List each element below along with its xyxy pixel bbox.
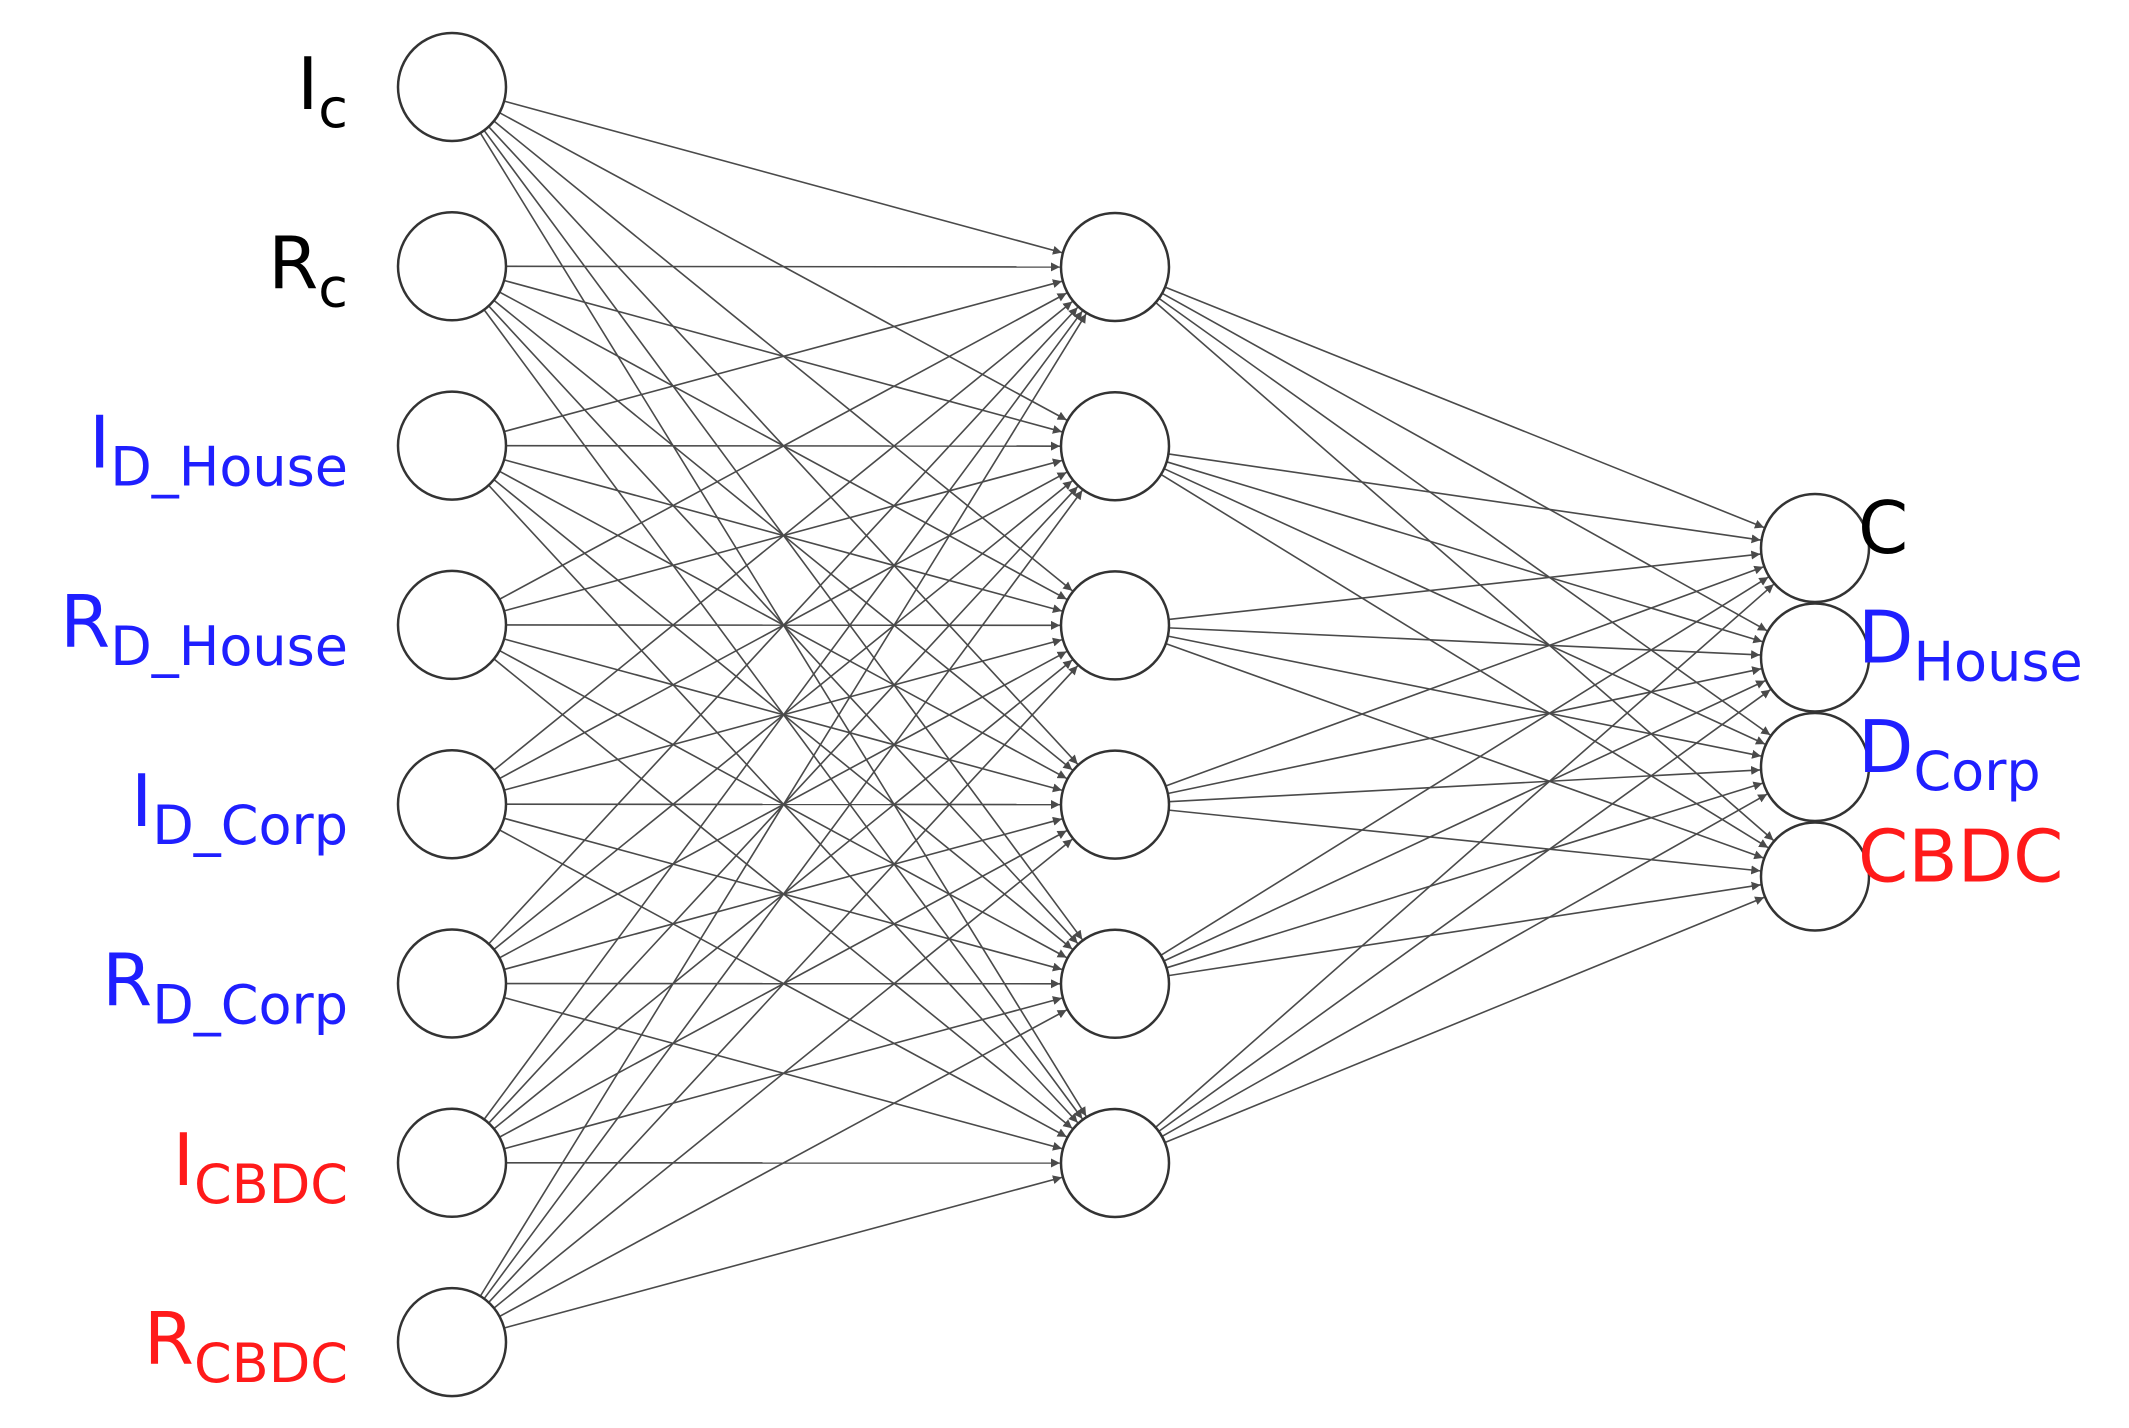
edge-hidden-1-output-2 bbox=[1163, 467, 1766, 745]
edge-hidden-0-output-0 bbox=[1164, 286, 1765, 529]
edge-input-4-hidden-0 bbox=[493, 301, 1073, 771]
edge-hidden-5-output-0 bbox=[1155, 583, 1775, 1128]
input-label-3: RD_House bbox=[60, 580, 348, 678]
input-label-subscript: CBDC bbox=[194, 1332, 348, 1395]
output-node-2 bbox=[1759, 711, 1871, 823]
input-node-2 bbox=[396, 390, 508, 501]
input-label-main: I bbox=[131, 759, 152, 843]
edge-input-0-hidden-0 bbox=[503, 100, 1063, 255]
edge-input-7-hidden-0 bbox=[479, 313, 1087, 1297]
edge-input-5-hidden-0 bbox=[488, 306, 1079, 945]
input-label-subscript: c bbox=[318, 256, 348, 319]
edge-hidden-1-output-0 bbox=[1168, 453, 1761, 544]
output-label-main: C bbox=[1858, 486, 1908, 570]
edge-hidden-3-output-3 bbox=[1168, 809, 1761, 875]
hidden-node-2 bbox=[1059, 570, 1171, 681]
input-label-main: R bbox=[60, 580, 110, 664]
input-node-3 bbox=[396, 569, 508, 681]
output-label-main: D bbox=[1858, 596, 1913, 680]
edge-input-7-hidden-1 bbox=[483, 489, 1083, 1300]
hidden-node-5 bbox=[1059, 1107, 1171, 1219]
output-label-1: DHouse bbox=[1858, 596, 2083, 694]
input-label-subscript: CBDC bbox=[194, 1153, 348, 1216]
edge-input-7-hidden-5 bbox=[503, 1175, 1063, 1329]
input-node-4 bbox=[396, 748, 508, 860]
input-label-main: R bbox=[144, 1297, 194, 1381]
input-label-1: Rc bbox=[268, 221, 348, 319]
hidden-node-4 bbox=[1059, 928, 1171, 1040]
input-label-7: RCBDC bbox=[144, 1297, 348, 1395]
edge-input-1-hidden-0 bbox=[505, 262, 1061, 272]
output-label-3: CBDC bbox=[1858, 815, 2063, 899]
nodes bbox=[396, 31, 1871, 1398]
input-node-0 bbox=[396, 31, 508, 143]
output-label-main: D bbox=[1858, 705, 1913, 789]
edge-hidden-0-output-1 bbox=[1161, 292, 1768, 632]
edge-hidden-4-output-0 bbox=[1160, 576, 1769, 956]
input-label-4: ID_Corp bbox=[131, 759, 348, 857]
output-node-0 bbox=[1759, 492, 1871, 604]
edge-input-6-hidden-0 bbox=[483, 310, 1083, 1120]
input-label-2: ID_House bbox=[89, 401, 348, 499]
input-node-5 bbox=[396, 928, 508, 1039]
edge-input-2-hidden-0 bbox=[503, 279, 1063, 433]
input-node-6 bbox=[396, 1107, 508, 1219]
output-label-subscript: Corp bbox=[1913, 740, 2040, 803]
input-label-main: I bbox=[173, 1118, 194, 1202]
edge-hidden-4-output-1 bbox=[1163, 680, 1766, 962]
input-label-subscript: D_House bbox=[110, 615, 348, 678]
edge-hidden-0-output-3 bbox=[1155, 301, 1775, 841]
input-label-main: I bbox=[297, 42, 318, 126]
input-label-subscript: D_House bbox=[110, 436, 348, 499]
input-label-main: R bbox=[102, 939, 152, 1023]
input-label-5: RD_Corp bbox=[102, 939, 348, 1037]
input-label-subscript: D_Corp bbox=[152, 974, 348, 1037]
input-node-7 bbox=[396, 1286, 508, 1398]
edge-input-7-hidden-2 bbox=[488, 665, 1079, 1304]
hidden-node-0 bbox=[1059, 211, 1171, 323]
edge-hidden-5-output-1 bbox=[1158, 689, 1771, 1133]
input-label-subscript: c bbox=[318, 77, 348, 140]
input-label-6: ICBDC bbox=[173, 1118, 348, 1216]
edge-hidden-5-output-2 bbox=[1161, 793, 1768, 1138]
labels: IcRcID_HouseRD_HouseID_CorpRD_CorpICBDCR… bbox=[60, 42, 2083, 1395]
edge-input-7-hidden-4 bbox=[499, 1009, 1067, 1318]
edge-hidden-0-output-2 bbox=[1158, 297, 1771, 736]
edge-hidden-4-output-2 bbox=[1166, 781, 1763, 969]
edge-hidden-5-output-3 bbox=[1164, 896, 1765, 1144]
edge-hidden-1-output-1 bbox=[1166, 461, 1763, 644]
edge-input-3-hidden-0 bbox=[499, 292, 1067, 600]
edge-hidden-3-output-2 bbox=[1168, 765, 1761, 803]
output-label-2: DCorp bbox=[1858, 705, 2041, 803]
edge-hidden-2-output-0 bbox=[1168, 550, 1761, 621]
edge-hidden-1-output-3 bbox=[1160, 473, 1769, 849]
output-label-main: CBDC bbox=[1858, 815, 2063, 899]
input-label-subscript: D_Corp bbox=[152, 794, 348, 857]
edge-hidden-2-output-3 bbox=[1165, 642, 1764, 860]
edge-hidden-2-output-1 bbox=[1168, 627, 1761, 660]
edge-input-7-hidden-3 bbox=[493, 838, 1073, 1309]
output-label-subscript: House bbox=[1913, 631, 2082, 694]
connections bbox=[479, 100, 1775, 1329]
input-label-main: I bbox=[89, 401, 110, 485]
input-label-main: R bbox=[268, 221, 318, 305]
edge-hidden-3-output-0 bbox=[1165, 565, 1764, 787]
hidden-node-1 bbox=[1059, 390, 1171, 502]
edge-hidden-4-output-3 bbox=[1168, 881, 1761, 977]
edge-hidden-3-output-1 bbox=[1167, 666, 1762, 795]
output-node-1 bbox=[1759, 602, 1871, 713]
input-label-0: Ic bbox=[297, 42, 348, 140]
edge-hidden-2-output-2 bbox=[1167, 635, 1762, 759]
input-node-1 bbox=[396, 211, 508, 322]
output-label-0: C bbox=[1858, 486, 1908, 570]
hidden-node-3 bbox=[1059, 749, 1171, 860]
output-node-3 bbox=[1759, 821, 1871, 932]
